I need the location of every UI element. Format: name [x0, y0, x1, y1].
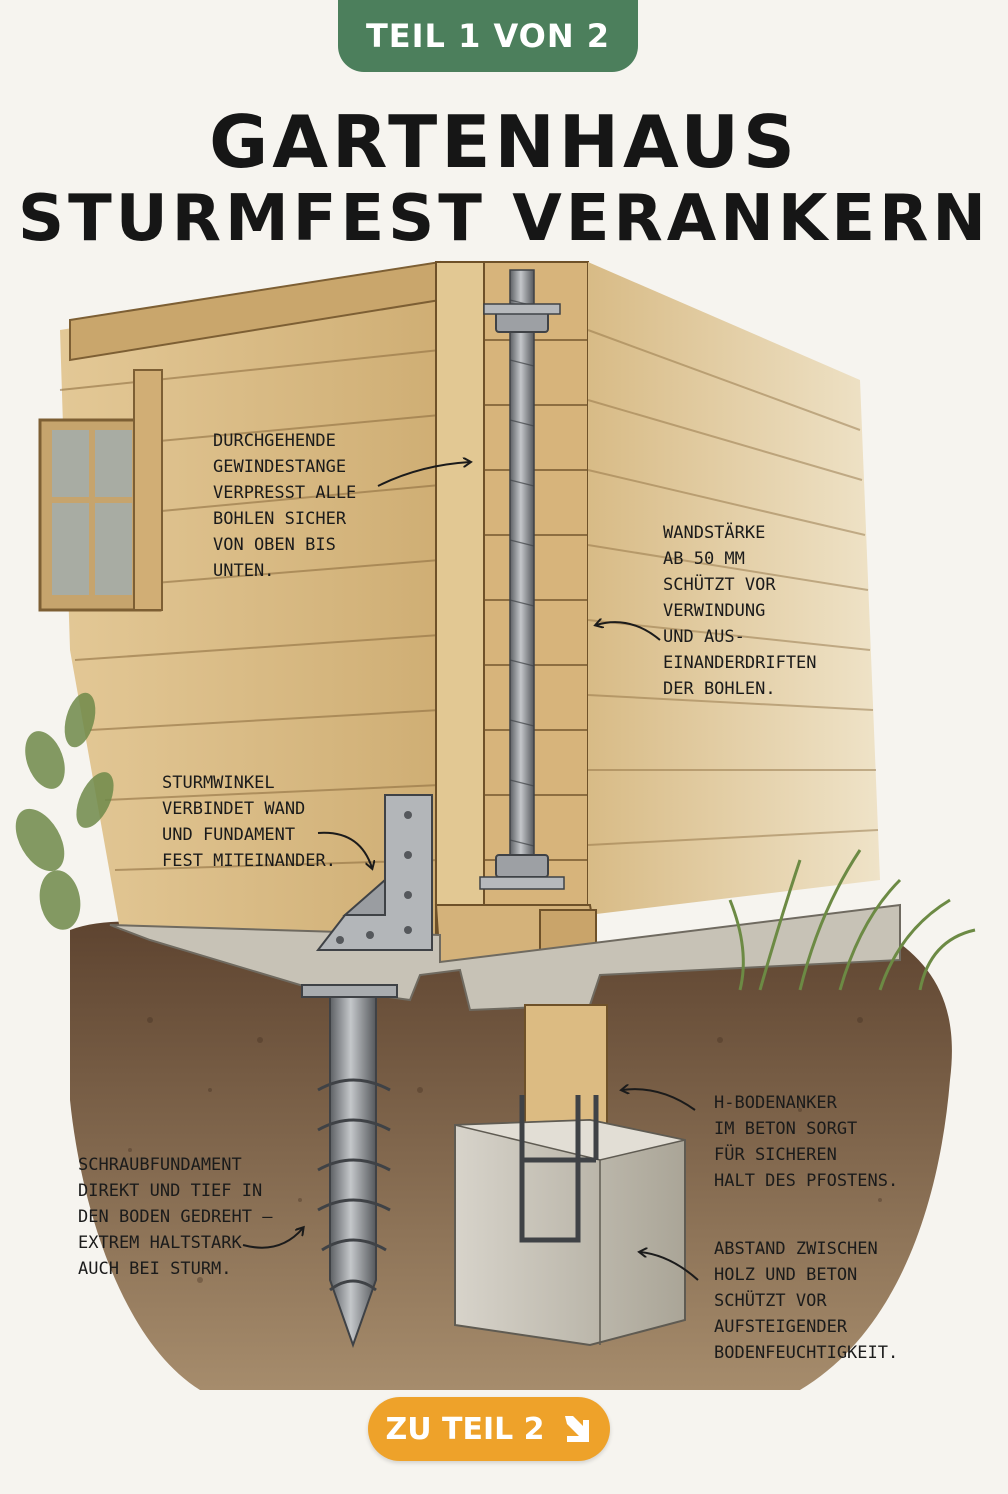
- note-line: AUFSTEIGENDER: [714, 1317, 848, 1337]
- next-part-label: ZU TEIL 2: [385, 1411, 545, 1447]
- arrow-down-right-icon: [564, 1416, 589, 1442]
- note-gap: ABSTAND ZWISCHEN HOLZ UND BETON SCHÜTZT …: [714, 1236, 898, 1366]
- note-line: SCHÜTZT VOR: [663, 575, 776, 595]
- note-line: VERBINDET WAND: [162, 799, 306, 819]
- note-line: UND FUNDAMENT: [162, 825, 296, 845]
- plants-left: [15, 692, 114, 930]
- note-line: H-BODENANKER: [714, 1093, 837, 1113]
- note-line: UNTEN.: [213, 561, 275, 581]
- note-line: AB 50 MM: [663, 549, 745, 569]
- part-badge: TEIL 1 VON 2: [338, 0, 638, 72]
- shed-side-wall: [588, 262, 880, 915]
- side-wall-boards: [587, 329, 879, 846]
- title-line-2: STURMFEST VERANKERN: [18, 182, 990, 256]
- h-anchor: [519, 1095, 599, 1243]
- note-line: DEN BODEN GEDREHT –: [78, 1207, 273, 1227]
- log-ends: [483, 261, 589, 918]
- note-line: SCHÜTZT VOR: [714, 1291, 827, 1311]
- note-line: DURCHGEHENDE: [213, 431, 336, 451]
- note-line: UND AUS-: [663, 627, 745, 647]
- note-line: DER BOHLEN.: [663, 679, 776, 699]
- bottom-nut: [495, 854, 549, 878]
- note-line: IM BETON SORGT: [714, 1119, 858, 1139]
- leader-arrows: [242, 462, 699, 1281]
- note-line: BODENFEUCHTIGKEIT.: [714, 1343, 899, 1363]
- note-line: VON OBEN BIS: [213, 535, 336, 555]
- concrete-block: [454, 1118, 686, 1347]
- note-line: AUCH BEI STURM.: [78, 1259, 232, 1279]
- threaded-rod: [479, 269, 565, 890]
- note-line: EINANDERDRIFTEN: [663, 653, 817, 673]
- note-line: VERPRESST ALLE: [213, 483, 357, 503]
- note-line: HALT DES PFOSTENS.: [714, 1171, 899, 1191]
- note-line: SCHRAUBFUNDAMENT: [78, 1155, 242, 1175]
- note-line: GEWINDESTANGE: [213, 457, 347, 477]
- note-line: VERWINDUNG: [663, 601, 766, 621]
- note-threaded-rod: DURCHGEHENDE GEWINDESTANGE VERPRESST ALL…: [213, 428, 356, 584]
- note-line: FÜR SICHEREN: [714, 1145, 837, 1165]
- note-line: WANDSTÄRKE: [663, 523, 766, 543]
- note-h-anchor: H-BODENANKER IM BETON SORGT FÜR SICHEREN…: [714, 1090, 898, 1194]
- grass-right: [728, 849, 976, 991]
- note-line: BOHLEN SICHER: [213, 509, 347, 529]
- window-trim: [133, 369, 163, 611]
- note-screw-foundation: SCHRAUBFUNDAMENT DIREKT UND TIEF IN DEN …: [78, 1152, 272, 1282]
- note-storm-angle: STURMWINKEL VERBINDET WAND UND FUNDAMENT…: [162, 770, 336, 874]
- soil-texture: [128, 1017, 882, 1283]
- title-line-1: GARTENHAUS: [209, 100, 799, 184]
- corner-post: [435, 261, 485, 963]
- note-line: FEST MITEINANDER.: [162, 851, 336, 871]
- note-line: EXTREM HALTSTARK: [78, 1233, 242, 1253]
- note-line: DIREKT UND TIEF IN: [78, 1181, 263, 1201]
- note-line: STURMWINKEL: [162, 773, 275, 793]
- storm-angle-bracket: [315, 794, 433, 951]
- note-wall-thickness: WANDSTÄRKE AB 50 MM SCHÜTZT VOR VERWINDU…: [663, 520, 817, 702]
- top-plate: [483, 303, 561, 315]
- bottom-plate: [479, 876, 565, 890]
- screw-foundation: [301, 984, 398, 1348]
- next-part-button[interactable]: ZU TEIL 2: [368, 1397, 610, 1461]
- note-line: HOLZ UND BETON: [714, 1265, 858, 1285]
- note-line: ABSTAND ZWISCHEN: [714, 1239, 878, 1259]
